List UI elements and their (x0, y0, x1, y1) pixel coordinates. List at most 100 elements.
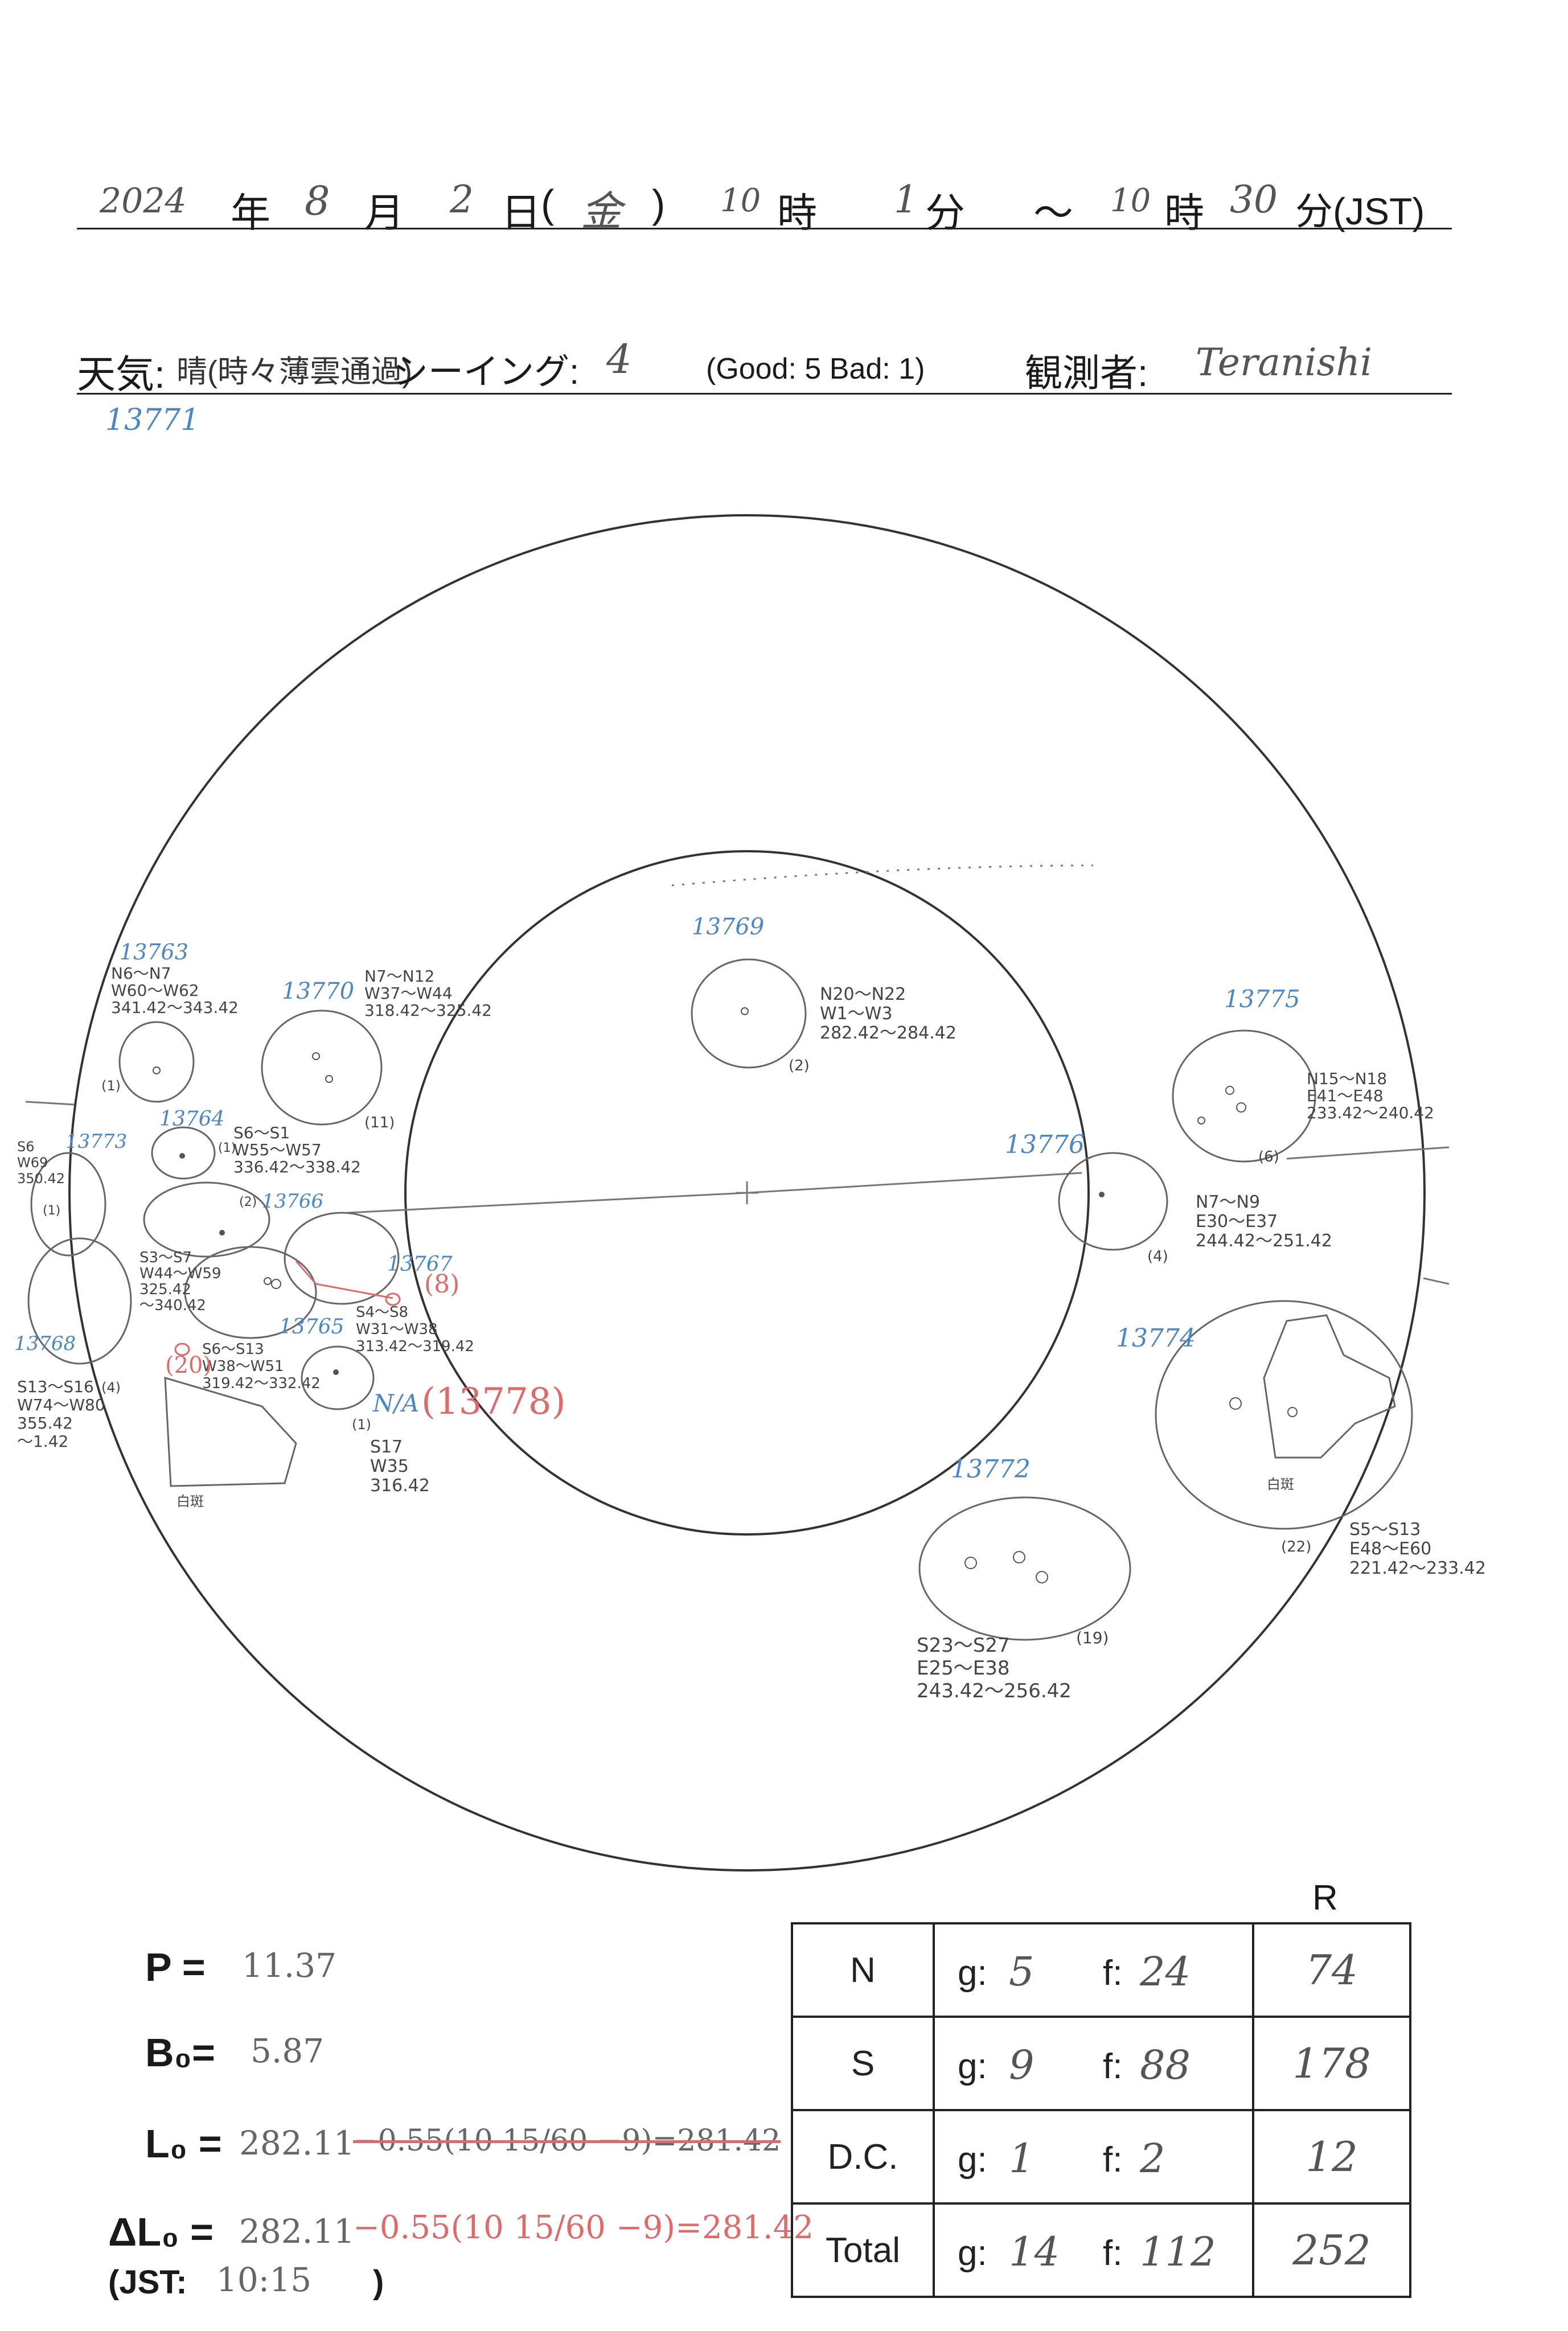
count-na: (1) (352, 1417, 371, 1433)
label-13771: 13771 (105, 403, 200, 437)
group-13774 (1155, 1300, 1413, 1530)
coords-13776: N7～N9 E30～E37 244.42～251.42 (1196, 1193, 1332, 1251)
label-13768: 13768 (14, 1332, 76, 1355)
start-min-value: 1 (894, 178, 918, 221)
label-na: N/A (373, 1389, 420, 1417)
gf-cell: g: 5 f: 24 (933, 1922, 1254, 2018)
group-13768 (27, 1237, 132, 1365)
coord-line: S6～S1 (233, 1123, 290, 1142)
end-min-unit: 分(JST) (1295, 190, 1425, 232)
coord-line: W55～W57 (233, 1140, 322, 1159)
spot-13769 (741, 1007, 749, 1015)
outer-circle (68, 514, 1426, 1872)
coord-line: N7～N9 (1196, 1192, 1261, 1212)
r-value: 12 (1252, 2109, 1411, 2205)
spot-13775-c (1197, 1117, 1205, 1125)
jst-value: 10:15 (216, 2260, 312, 2299)
coord-line: S23～S27 (917, 1634, 1010, 1657)
count-13763: (1) (101, 1078, 121, 1094)
coords-13774: S5～S13 E48～E60 221.42～233.42 (1349, 1520, 1486, 1578)
count-13765: (20) (165, 1352, 212, 1378)
coords-13775: N15～N18 E41～E48 233.42～240.42 (1307, 1070, 1434, 1122)
faculae-13774 (1263, 1314, 1396, 1459)
b0-label: B₀= (145, 2030, 215, 2075)
label-13766: 13766 (262, 1190, 324, 1213)
coord-line: W44～W59 (139, 1265, 221, 1282)
f-value: 24 (1140, 1948, 1191, 1995)
day-value: 2 (450, 178, 474, 221)
seeing-scale: (Good: 5 Bad: 1) (706, 352, 925, 385)
r-value: 252 (1252, 2202, 1411, 2298)
weather-label: 天気: (77, 353, 165, 396)
spot-13775-a (1225, 1086, 1234, 1095)
coord-line: S5～S13 (1349, 1520, 1421, 1540)
gf-cell: g: 9 f: 88 (933, 2016, 1254, 2111)
spot-13764 (179, 1153, 185, 1159)
coord-line: E48～E60 (1349, 1539, 1432, 1559)
r-column-header: R (1312, 1878, 1338, 1918)
right-tick-2 (1423, 1277, 1450, 1285)
coords-13764: S6～S1 W55～W57 336.42～338.42 (233, 1125, 361, 1176)
delta-l0-formula: −0.55(10 15/60 −9)=281.42 (353, 2209, 814, 2246)
dotted-arc (671, 864, 1094, 887)
jst-label: (JST: (108, 2264, 187, 2301)
group-13766 (143, 1181, 270, 1258)
weekday-close: ) (652, 182, 666, 226)
group-13775 (1172, 1029, 1316, 1163)
r-value: 178 (1252, 2016, 1411, 2111)
header-rule-1 (77, 228, 1452, 229)
p-label: P = (145, 1945, 206, 1989)
delta-l0-label: ΔL₀ = (108, 2210, 214, 2254)
count-13774: (22) (1281, 1538, 1312, 1556)
coord-line: 355.42 (17, 1414, 73, 1433)
label-13769: 13769 (692, 914, 765, 940)
row-label: S (791, 2016, 935, 2111)
coord-line: E30～E37 (1196, 1212, 1278, 1232)
spot-13770-a (312, 1052, 320, 1060)
group-13773 (30, 1152, 106, 1257)
label-13765: 13765 (279, 1315, 344, 1339)
label-13774: 13774 (1116, 1324, 1196, 1353)
count-13773: (1) (43, 1204, 61, 1218)
coord-line: W60～W62 (111, 981, 199, 1000)
count-13770: (11) (364, 1114, 395, 1131)
l0-label: L₀ = (145, 2121, 222, 2166)
spot-13772-a (964, 1557, 977, 1569)
coord-line: ～340.42 (139, 1297, 206, 1314)
label-13770: 13770 (282, 978, 355, 1004)
spot-13772-c (1036, 1571, 1048, 1583)
coord-line: W31～W38 (356, 1321, 438, 1338)
count-13768: (4) (101, 1380, 121, 1396)
left-tick (25, 1101, 75, 1106)
coords-13773: S6 W69 350.42 (17, 1139, 65, 1187)
f-value: 112 (1140, 2229, 1216, 2275)
coord-line: W37～W44 (364, 984, 453, 1003)
coord-line: S4～S8 (356, 1304, 409, 1321)
count-13772: (19) (1076, 1628, 1109, 1647)
g-value: 9 (1009, 2042, 1035, 2088)
solar-disk-drawing (25, 514, 1450, 1872)
coord-line: S6 (17, 1139, 35, 1155)
sunspot-group-outlines (27, 958, 1413, 1641)
g-label: g: (958, 1954, 987, 1993)
r-value: 74 (1252, 1922, 1411, 2018)
group-13772 (918, 1496, 1131, 1641)
count-13776: (4) (1147, 1248, 1168, 1265)
coord-line: N7～N12 (364, 967, 435, 986)
seeing-value: 4 (606, 336, 632, 383)
f-label: f: (1103, 2234, 1123, 2273)
coords-na: S17 W35 316.42 (370, 1438, 430, 1496)
coord-line: E25～E38 (917, 1657, 1010, 1680)
table-row: S g: 9 f: 88 178 (791, 2016, 1411, 2111)
seeing-label: シーイング: (393, 352, 580, 392)
coords-13772: S23～S27 E25～E38 243.42～256.42 (917, 1634, 1072, 1702)
group-13767 (284, 1212, 400, 1305)
weekday-open: ( (541, 182, 555, 226)
red-connector-1 (295, 1261, 317, 1284)
coords-13768: S13～S16 W74～W80 355.42 ～1.42 (17, 1378, 105, 1451)
group-13765 (184, 1246, 317, 1339)
coord-line: 244.42～251.42 (1196, 1231, 1332, 1251)
f-value: 2 (1140, 2135, 1165, 2182)
spot-13765 (264, 1277, 272, 1285)
coord-line: W38～W51 (202, 1358, 284, 1375)
